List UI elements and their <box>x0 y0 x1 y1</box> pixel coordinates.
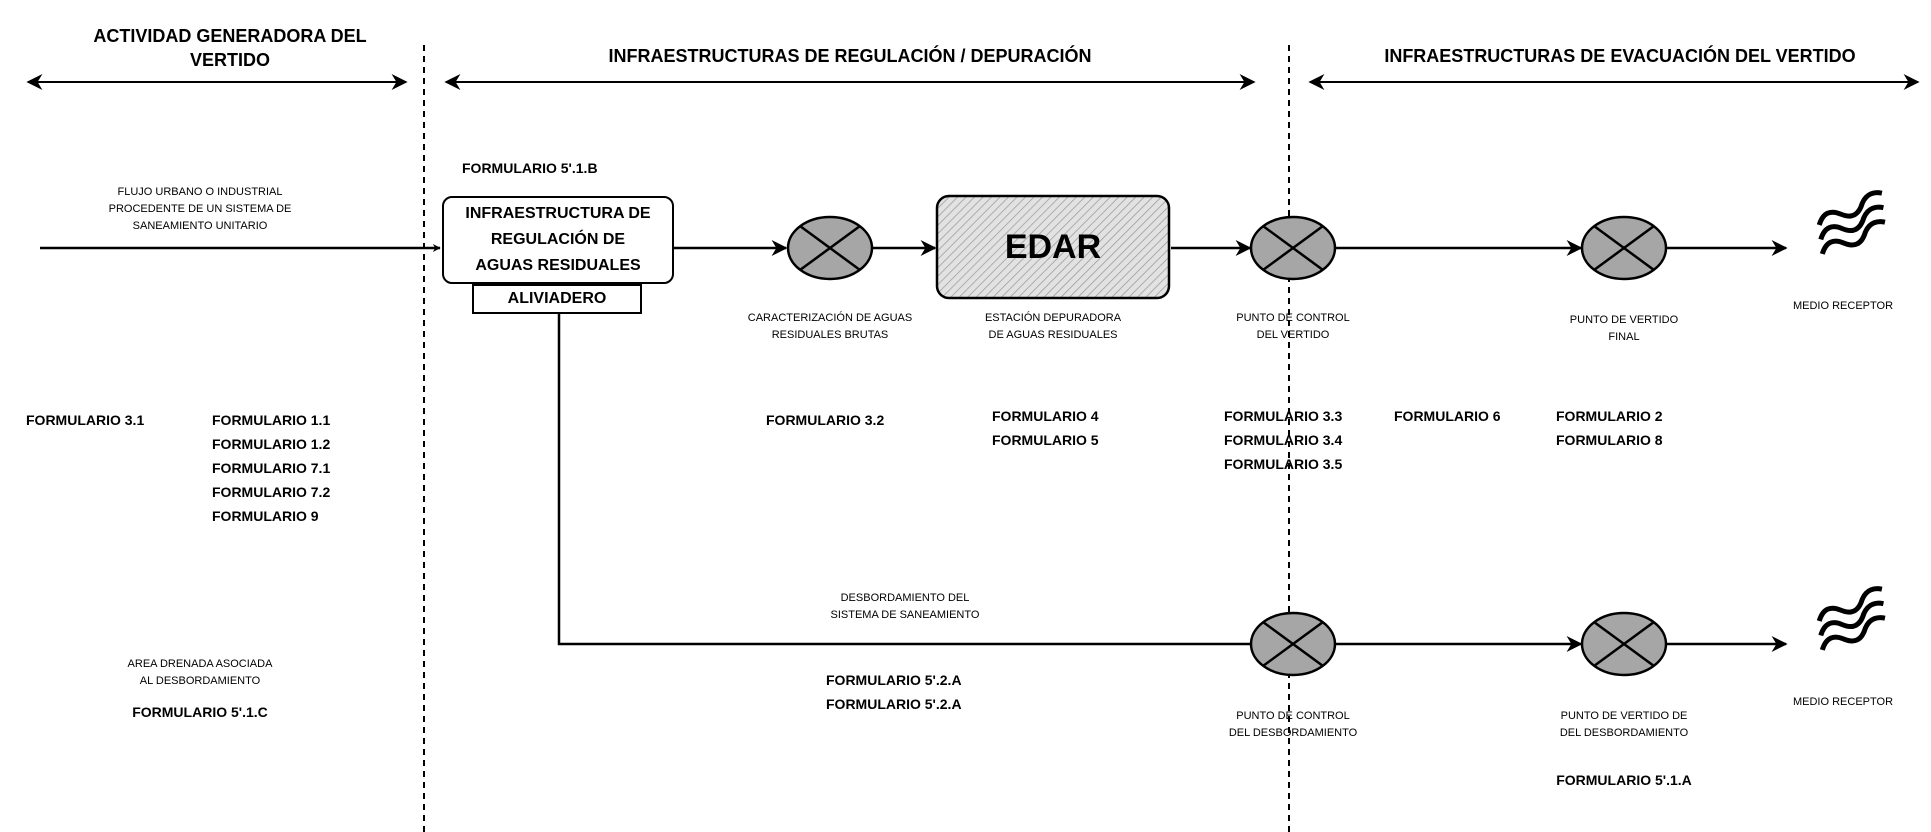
caracterizacion-forms: FORMULARIO 3.2 <box>766 412 885 428</box>
drained-area-label: AREA DRENADA ASOCIADA AL DESBORDAMIENTO <box>127 658 273 687</box>
node-vertido-final <box>1580 215 1668 281</box>
caracterizacion-label: CARACTERIZACIÓN DE AGUAS RESIDUALES BRUT… <box>747 312 913 341</box>
header-actividad: ACTIVIDAD GENERADORA DEL VERTIDO <box>93 26 367 70</box>
overflow-line-forms: FORMULARIO 5'.2.A FORMULARIO 5'.2.A <box>826 672 962 712</box>
vertido-final-forms: FORMULARIO 2 FORMULARIO 8 <box>1556 408 1663 448</box>
node-control-desbordamiento <box>1249 611 1337 677</box>
receptor-bottom-waves-icon <box>1808 586 1896 653</box>
regulation-form-label: FORMULARIO 5'.1.B <box>462 160 598 176</box>
vertido-final-label: PUNTO DE VERTIDO FINAL <box>1569 314 1679 343</box>
vertido-desbordamiento-label: PUNTO DE VERTIDO DE DEL DESBORDAMIENTO <box>1559 710 1689 739</box>
regulation-infrastructure-box: INFRAESTRUCTURA DE REGULACIÓN DE AGUAS R… <box>442 196 674 284</box>
flow-overflow <box>557 312 1250 646</box>
edar-title: EDAR <box>1004 227 1102 266</box>
header-evacuacion: INFRAESTRUCTURAS DE EVACUACIÓN DEL VERTI… <box>1384 46 1856 66</box>
edar-forms: FORMULARIO 4 FORMULARIO 5 <box>992 408 1099 448</box>
drained-area-form: FORMULARIO 5'.1.C <box>132 704 268 720</box>
vertido-desbordamiento-forms: FORMULARIO 5'.1.A <box>1556 772 1692 788</box>
receptor-top-waves-icon <box>1808 190 1896 257</box>
receptor-bottom-label: MEDIO RECEPTOR <box>1792 696 1894 708</box>
edar-box <box>935 194 1171 300</box>
node-control-vertido <box>1249 215 1337 281</box>
form-6-label: FORMULARIO 6 <box>1394 408 1501 424</box>
activity-forms-col1: FORMULARIO 3.1 <box>26 412 145 428</box>
receptor-top-label: MEDIO RECEPTOR <box>1792 300 1894 312</box>
node-vertido-desbordamiento <box>1580 611 1668 677</box>
inflow-label: FLUJO URBANO O INDUSTRIAL PROCEDENTE DE … <box>108 186 292 232</box>
overflow-line-label: DESBORDAMIENTO DEL SISTEMA DE SANEAMIENT… <box>830 592 980 621</box>
control-vertido-forms: FORMULARIO 3.3 FORMULARIO 3.4 FORMULARIO… <box>1224 408 1343 472</box>
control-vertido-label: PUNTO DE CONTROL DEL VERTIDO <box>1236 312 1350 341</box>
control-desbordamiento-label: PUNTO DE CONTROL DEL DESBORDAMIENTO <box>1228 710 1358 739</box>
activity-forms-col2: FORMULARIO 1.1 FORMULARIO 1.2 FORMULARIO… <box>212 412 331 524</box>
header-regulacion: INFRAESTRUCTURAS DE REGULACIÓN / DEPURAC… <box>608 46 1092 66</box>
aliviadero-box: ALIVIADERO <box>472 284 642 314</box>
edar-label: ESTACIÓN DEPURADORA DE AGUAS RESIDUALES <box>984 312 1122 341</box>
node-caracterizacion <box>786 215 874 281</box>
